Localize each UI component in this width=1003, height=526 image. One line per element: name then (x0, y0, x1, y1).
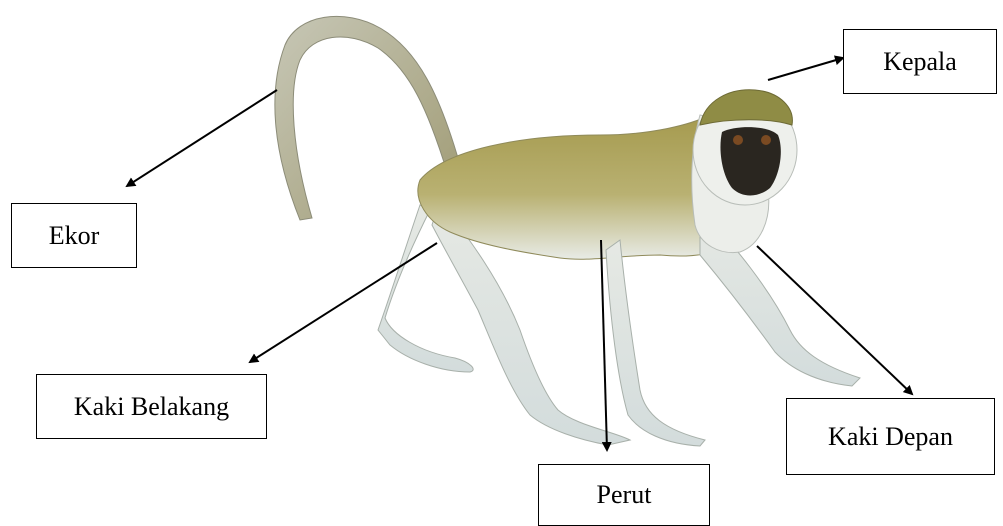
arrow-kepala (768, 58, 843, 80)
monkey-front-leg-back (606, 240, 705, 446)
arrow-ekor (127, 90, 277, 186)
label-ekor: Ekor (11, 203, 137, 268)
label-perut: Perut (538, 464, 710, 526)
monkey-illustration (275, 16, 860, 446)
arrow-perut (601, 240, 607, 450)
monkey-head-cap (700, 90, 792, 125)
label-kaki-belakang: Kaki Belakang (36, 374, 267, 439)
monkey-eye-left (733, 135, 743, 145)
label-kaki-depan: Kaki Depan (786, 398, 995, 475)
monkey-eye-right (761, 135, 771, 145)
label-kepala: Kepala (843, 29, 997, 94)
